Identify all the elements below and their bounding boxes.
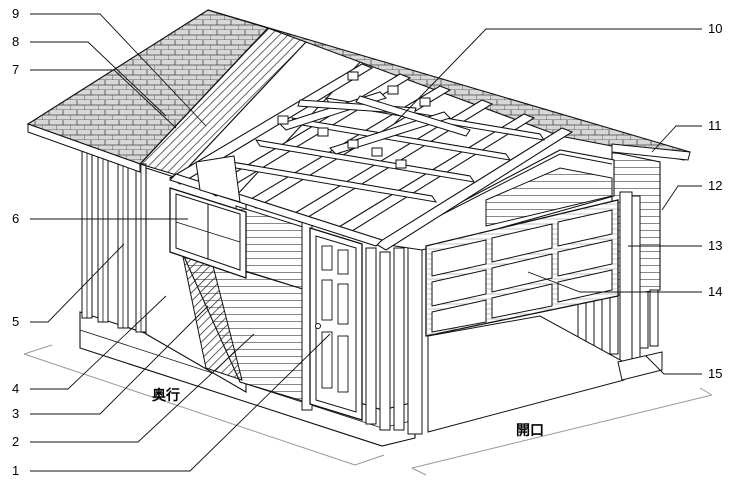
callout-1: 1 <box>12 463 20 478</box>
callout-9: 9 <box>12 6 20 21</box>
garage-door <box>425 199 619 337</box>
opening-dimension-line <box>411 387 713 476</box>
front-wall-studs <box>365 243 423 435</box>
depth-dimension-line <box>23 344 385 466</box>
callout-3: 3 <box>12 406 20 421</box>
callout-15: 15 <box>708 366 723 381</box>
callout-7: 7 <box>12 62 20 77</box>
callout-12: 12 <box>708 178 723 193</box>
callout-8: 8 <box>12 34 20 49</box>
callout-6: 6 <box>12 211 20 226</box>
callout-14: 14 <box>708 284 723 299</box>
garage-corner-post <box>619 191 633 369</box>
callout-13: 13 <box>708 238 723 253</box>
callout-5: 5 <box>12 314 20 329</box>
callout-11: 11 <box>708 118 722 133</box>
leader-lines <box>30 13 702 472</box>
callout-10: 10 <box>708 21 723 36</box>
window <box>169 187 247 279</box>
depth-label: 奥行 <box>152 388 180 404</box>
callout-4: 4 <box>12 381 20 396</box>
callout-2: 2 <box>12 434 20 449</box>
entry-door <box>309 227 363 421</box>
opening-label: 開口 <box>516 423 544 439</box>
left-wall-studs <box>81 147 147 333</box>
